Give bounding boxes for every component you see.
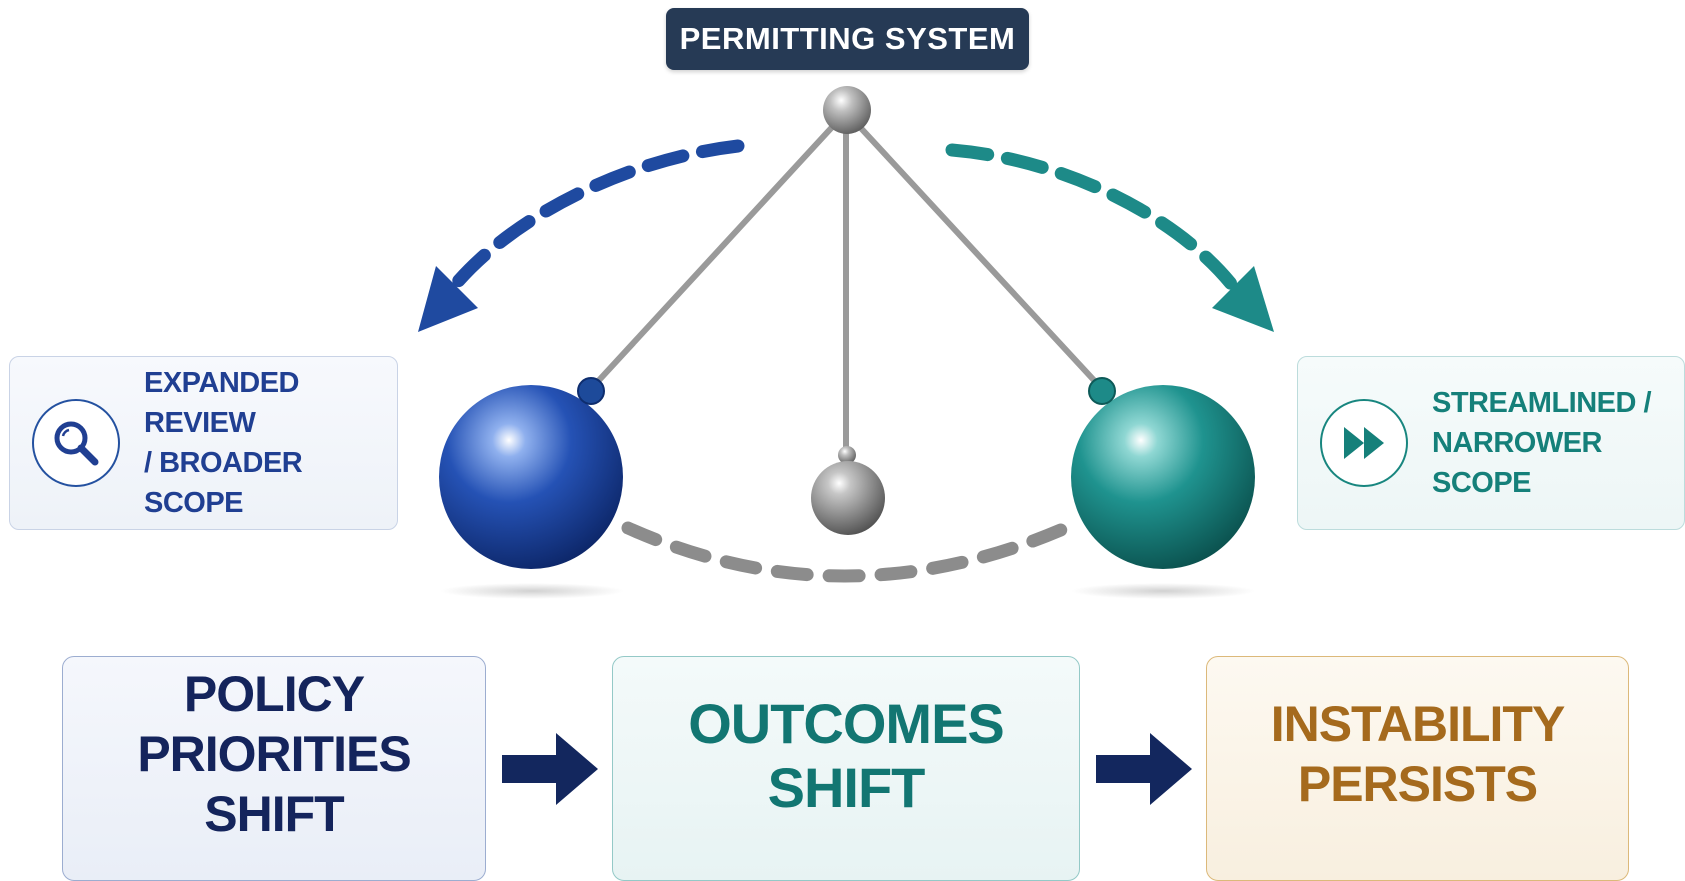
fast-forward-icon [1320,399,1408,487]
left-ball [439,385,623,569]
right-swing-arrow [945,143,1239,292]
expanded-review-label: EXPANDED REVIEW / BROADER SCOPE [144,363,397,523]
bottom-swing-arc [621,519,1077,583]
center-ball-joint [838,446,856,464]
pivot-ball [823,86,871,134]
expanded-review-card: EXPANDED REVIEW / BROADER SCOPE [9,356,398,530]
pendulum-graphic [418,86,1274,599]
left-swing-arrow [448,139,745,292]
outcomes-shift-box: OUTCOMES SHIFT [612,656,1080,881]
policy-priorities-shift-box: POLICY PRIORITIES SHIFT [62,656,486,881]
permitting-system-title: PERMITTING SYSTEM [666,8,1029,70]
streamlined-line1: STREAMLINED / [1432,387,1652,419]
right-ball-joint [1088,377,1116,405]
right-swing-arrowhead [1212,266,1274,332]
outcomes-line1: OUTCOMES SHIFT [688,691,1005,819]
flow-arrow-right-icon [502,733,598,805]
left-ball-joint [577,377,605,405]
left-ball-shadow [440,583,624,599]
center-ball [811,461,885,535]
flow-arrow-right-icon [1096,733,1192,805]
policy-line1: POLICY [183,665,365,722]
right-rod [843,109,1106,393]
right-ball [1071,385,1255,569]
streamlined-line2: NARROWER SCOPE [1432,427,1603,499]
policy-line2: PRIORITIES SHIFT [137,725,411,842]
expanded-review-line1: EXPANDED REVIEW [144,367,300,439]
magnifier-icon [32,399,120,487]
instability-persists-box: INSTABILITY PERSISTS [1206,656,1629,881]
instability-line2: PERSISTS [1297,755,1538,812]
streamlined-label: STREAMLINED / NARROWER SCOPE [1432,383,1684,503]
expanded-review-line2: / BROADER SCOPE [144,447,303,519]
instability-line1: INSTABILITY [1270,695,1566,752]
streamlined-card: STREAMLINED / NARROWER SCOPE [1297,356,1685,530]
left-rod [587,109,849,393]
right-ball-shadow [1071,583,1255,599]
left-swing-arrowhead [418,266,478,332]
